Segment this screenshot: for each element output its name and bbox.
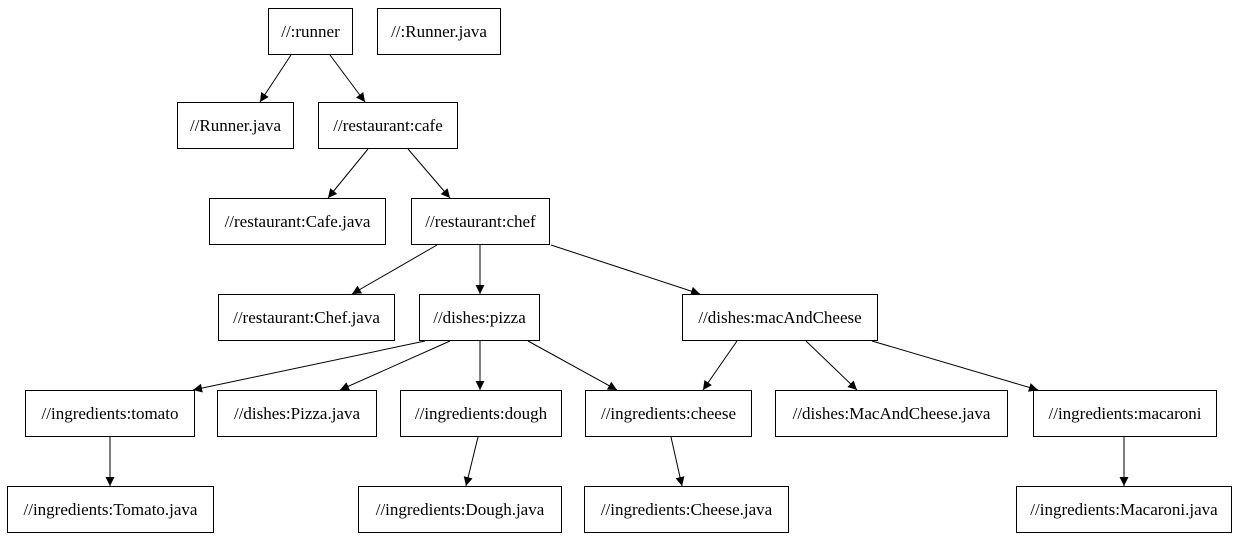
- edge-chef-to-chef-java: [351, 244, 438, 295]
- graph-node-dough-java: //ingredients:Dough.java: [358, 486, 562, 533]
- graph-node-chef-java: //restaurant:Chef.java: [218, 294, 395, 341]
- edge-chef-to-mac-and-cheese: [550, 244, 701, 296]
- graph-node-macaroni: //ingredients:macaroni: [1033, 390, 1217, 437]
- edge-cafe-to-cafe-java: [327, 148, 369, 199]
- graph-node-runner-java: //Runner.java: [177, 102, 294, 149]
- edge-group: [105, 54, 1129, 487]
- graph-node-label: //:Runner.java: [391, 22, 487, 41]
- edge-pizza-to-pizza-java: [339, 340, 451, 391]
- edge-cafe-to-chef: [407, 148, 451, 199]
- graph-node-label: //ingredients:Macaroni.java: [1030, 500, 1218, 519]
- edge-mac-and-cheese-to-macaroni: [871, 340, 1039, 392]
- graph-node-cafe: //restaurant:cafe: [318, 102, 458, 149]
- graph-node-tomato: //ingredients:tomato: [25, 390, 195, 437]
- edge-mac-and-cheese-to-cheese: [702, 340, 738, 391]
- graph-node-label: //ingredients:tomato: [41, 404, 179, 423]
- graph-node-label: //ingredients:cheese: [600, 404, 736, 423]
- graph-node-mac-and-cheese: //dishes:macAndCheese: [682, 294, 878, 341]
- graph-node-label: //dishes:MacAndCheese.java: [792, 404, 991, 423]
- graph-node-label: //restaurant:Chef.java: [233, 308, 380, 327]
- graph-node-cafe-java: //restaurant:Cafe.java: [209, 198, 386, 245]
- graph-node-chef: //restaurant:chef: [411, 198, 550, 245]
- graph-node-label: //:runner: [281, 22, 340, 41]
- graph-node-label: //restaurant:chef: [425, 212, 536, 231]
- graph-node-pizza-java: //dishes:Pizza.java: [217, 390, 377, 437]
- edge-mac-and-cheese-to-mac-and-cheese-java: [805, 340, 858, 391]
- graph-node-runner-java-target: //:Runner.java: [377, 8, 501, 55]
- edge-pizza-to-cheese: [527, 340, 618, 391]
- graph-node-pizza: //dishes:pizza: [419, 294, 540, 341]
- graph-node-cheese-java: //ingredients:Cheese.java: [584, 486, 789, 533]
- graph-node-label: //ingredients:macaroni: [1048, 404, 1202, 423]
- graph-node-label: //ingredients:Cheese.java: [600, 500, 773, 519]
- graph-node-runner: //:runner: [268, 8, 353, 55]
- graph-node-label: //Runner.java: [189, 116, 282, 135]
- edge-runner-to-cafe: [329, 54, 366, 103]
- edge-cheese-to-cheese-java: [670, 436, 685, 487]
- graph-node-label: //dishes:Pizza.java: [233, 404, 361, 423]
- graph-node-mac-and-cheese-java: //dishes:MacAndCheese.java: [775, 390, 1008, 437]
- graph-node-label: //ingredients:Tomato.java: [23, 500, 198, 519]
- edge-runner-to-runner-java: [259, 54, 292, 103]
- graph-node-label: //ingredients:dough: [414, 404, 548, 423]
- graph-node-tomato-java: //ingredients:Tomato.java: [7, 486, 214, 533]
- edge-dough-to-dough-java: [463, 436, 479, 487]
- graph-node-macaroni-java: //ingredients:Macaroni.java: [1016, 486, 1232, 533]
- edge-pizza-to-tomato: [192, 340, 426, 393]
- graph-node-label: //ingredients:Dough.java: [375, 500, 545, 519]
- graph-node-label: //dishes:pizza: [433, 308, 526, 327]
- graph-node-label: //dishes:macAndCheese: [698, 308, 862, 327]
- graph-node-dough: //ingredients:dough: [400, 390, 562, 437]
- graph-node-label: //restaurant:Cafe.java: [224, 212, 371, 231]
- graph-node-cheese: //ingredients:cheese: [585, 390, 752, 437]
- graph-node-label: //restaurant:cafe: [333, 116, 443, 135]
